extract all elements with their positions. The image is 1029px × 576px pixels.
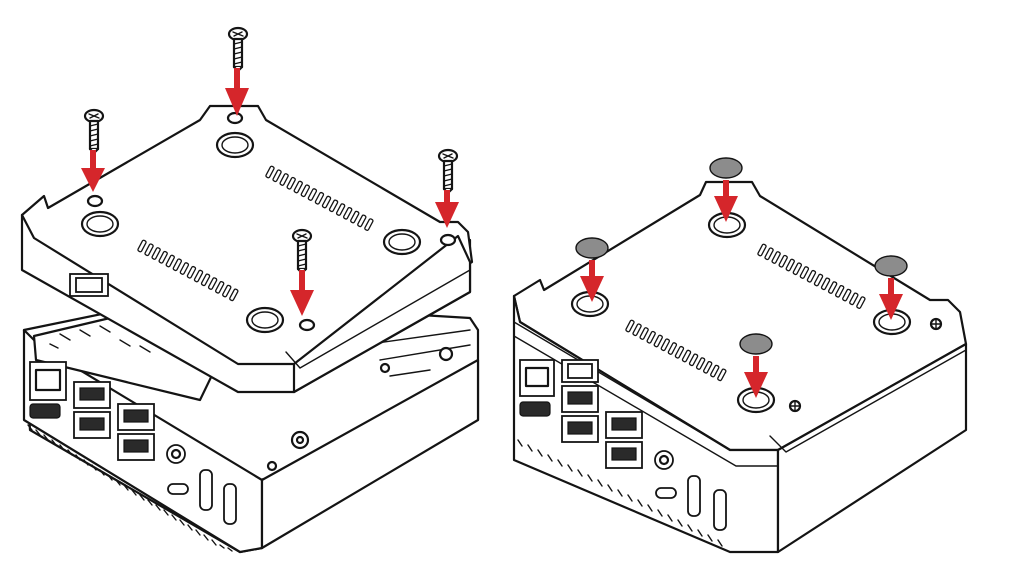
rubber-foot-icon [709, 157, 743, 179]
bottom-cover-icon [20, 104, 474, 394]
left-panel [20, 26, 480, 554]
arrow-down-icon [744, 356, 768, 398]
screw-icon [227, 26, 249, 73]
arrow-down-icon [714, 180, 738, 222]
arrow-down-icon [81, 150, 105, 192]
hdmi-port-icon [687, 475, 701, 517]
screw-icon [83, 108, 105, 155]
assembled-case-icon [512, 180, 968, 554]
rubber-foot-icon [575, 237, 609, 259]
screw-icon [437, 148, 459, 195]
arrow-down-icon [580, 260, 604, 302]
arrow-down-icon [879, 278, 903, 320]
arrow-down-icon [435, 190, 459, 228]
power-button-icon [519, 401, 551, 417]
hdmi-port-icon [199, 469, 213, 511]
rubber-foot-icon [874, 255, 908, 277]
usb-c-port-icon [655, 487, 677, 499]
power-button-icon [29, 403, 61, 419]
arrow-down-icon [290, 270, 314, 316]
usb-c-port-icon [167, 483, 189, 495]
right-panel [512, 157, 968, 554]
rubber-foot-icon [739, 333, 773, 355]
arrow-down-icon [225, 68, 249, 116]
